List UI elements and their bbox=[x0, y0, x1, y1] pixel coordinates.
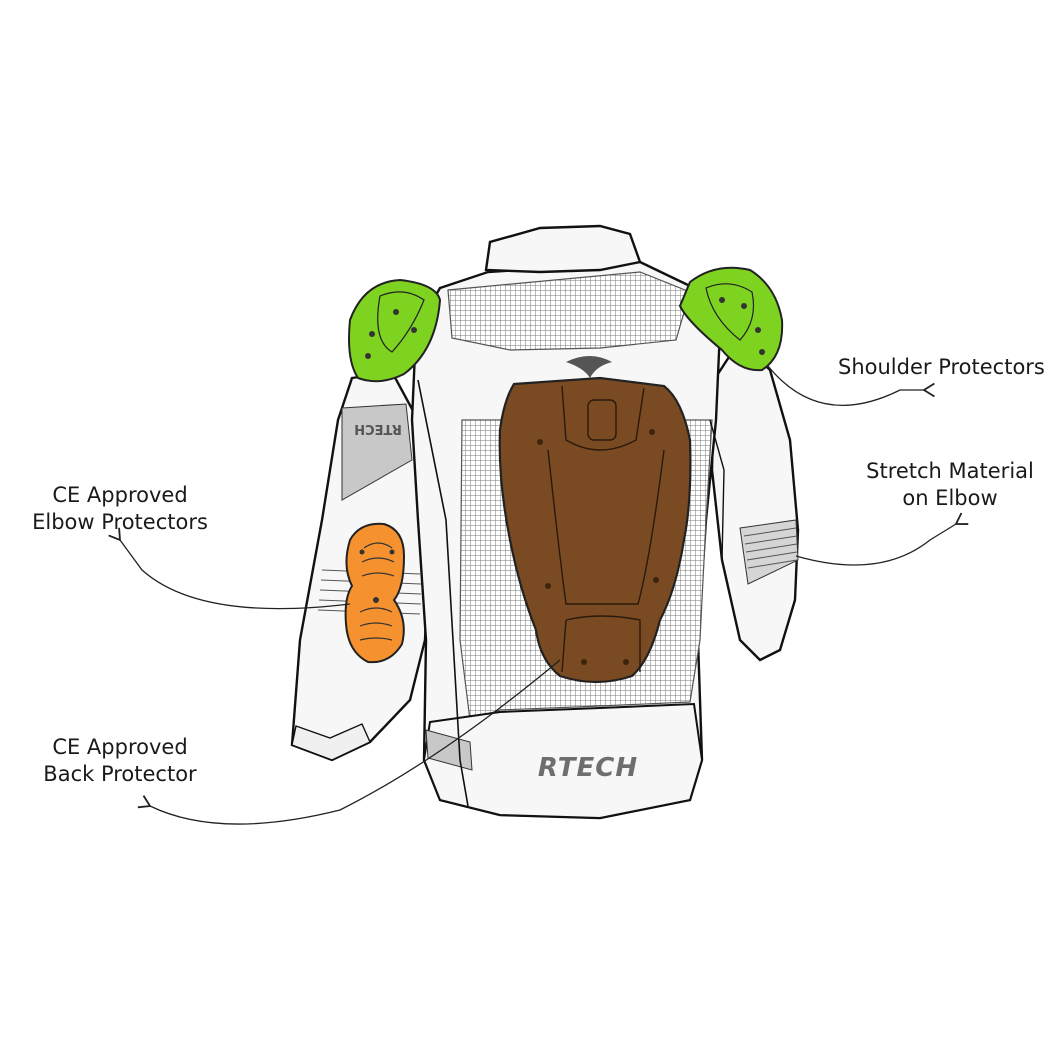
upper-mesh-panel bbox=[447, 271, 691, 351]
left-sleeve-grey-panel bbox=[341, 403, 413, 501]
brand-logo: RTECH bbox=[538, 753, 638, 783]
right-shoulder-protector bbox=[678, 266, 784, 372]
brand-mark-icon bbox=[566, 356, 612, 378]
back-protector-label: CE Approved Back Protector bbox=[43, 735, 197, 786]
shoulder-leader-line bbox=[767, 365, 935, 407]
elbow-leader-line bbox=[108, 527, 351, 610]
elbow-protectors-label: CE Approved Elbow Protectors bbox=[32, 483, 208, 534]
stretch-material-label: Stretch Material on Elbow bbox=[866, 459, 1034, 510]
right-sleeve-stretch-panel bbox=[739, 519, 799, 585]
shoulder-protectors-label: Shoulder Protectors bbox=[838, 355, 1045, 379]
back-protector bbox=[498, 376, 692, 684]
left-shoulder-protector bbox=[348, 278, 442, 383]
hem-band bbox=[422, 702, 704, 820]
sleeve-logo: RTECH bbox=[354, 421, 402, 436]
stretch-ribs bbox=[743, 527, 798, 569]
right-sleeve bbox=[710, 338, 800, 662]
elbow-protector bbox=[344, 522, 406, 664]
stretch-leader-line bbox=[795, 512, 969, 566]
side-seam-right bbox=[709, 419, 725, 561]
collar bbox=[484, 224, 642, 274]
back-leader-line bbox=[137, 659, 561, 825]
side-seam-left bbox=[417, 379, 469, 807]
left-cuff bbox=[291, 723, 371, 761]
